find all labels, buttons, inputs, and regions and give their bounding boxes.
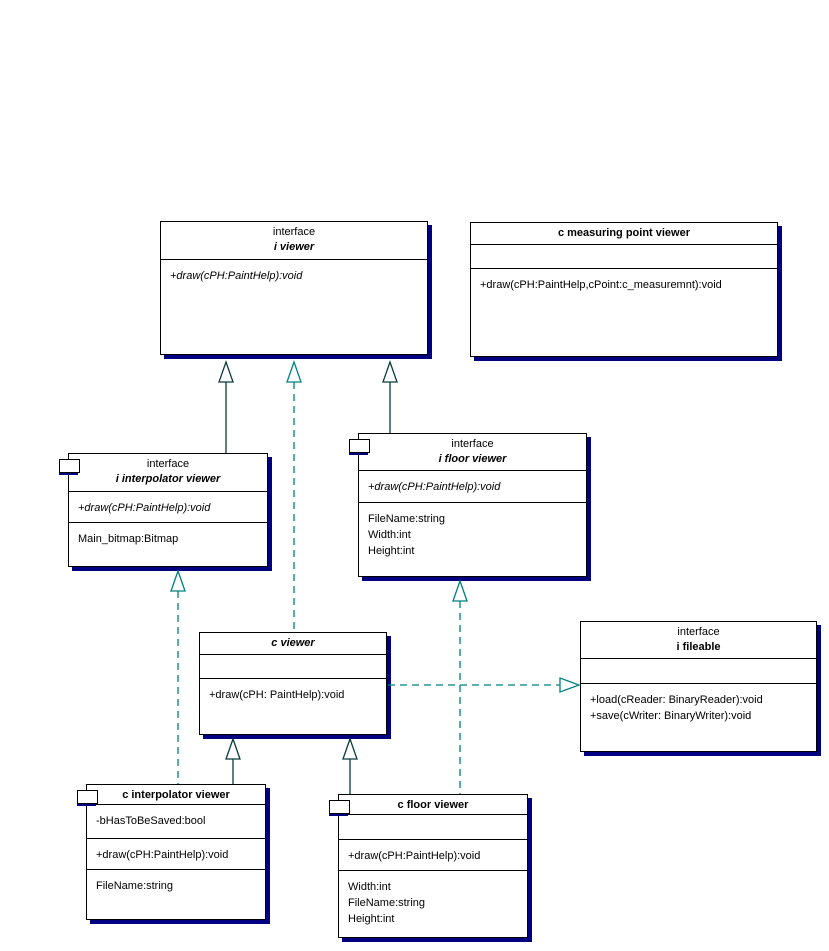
class-header: c measuring point viewer [471,223,777,244]
methods-compartment: +draw(cPH:PaintHelp):void [339,839,527,870]
class-box-i-viewer: interface i viewer +draw(cPH:PaintHelp):… [160,221,428,355]
module-tag-icon [329,800,350,814]
realization-arrowhead [286,360,302,383]
edge-c-viewer-implements-i-fileable [388,677,581,693]
edge-c-floor-viewer-implements-i-floor-viewer [452,579,468,794]
class-header: interface i floor viewer [359,434,586,470]
class-header: interface i viewer [161,222,427,259]
module-tag-icon [59,459,80,473]
stereotype-label: interface [146,458,190,470]
class-name: i floor viewer [438,453,507,465]
class-box-c-measuring-point-viewer: c measuring point viewer +draw(cPH:Paint… [470,222,778,357]
field-label: FileName:string [368,513,446,525]
method-label: +draw(cPH:PaintHelp):void [96,849,229,861]
class-name: c viewer [271,637,315,649]
stereotype-label: interface [272,226,316,238]
field-label: Width:int [348,881,391,893]
edge-i-interpolator-viewer-extends-i-viewer [218,360,234,453]
methods-compartment: +draw(cPH:PaintHelp):void [87,838,265,869]
stereotype-label: interface [451,438,494,450]
methods-compartment: +draw(cPH: PaintHelp):void [200,678,386,734]
edge-c-viewer-implements-i-viewer [286,360,302,632]
realization-arrowhead [170,569,186,592]
edge-c-interpolator-viewer-extends-c-viewer [225,737,241,784]
realization-arrowhead [452,579,468,602]
methods-compartment: +load(cReader: BinaryReader):void +save(… [581,683,816,751]
method-label: +save(cWriter: BinaryWriter):void [590,710,752,722]
class-name: c measuring point viewer [557,227,691,239]
generalization-arrowhead [218,360,234,383]
edge-c-interpolator-viewer-implements-i-interpolator-viewer [170,569,186,784]
stereotype-label: interface [677,626,720,638]
class-box-i-interpolator-viewer: interface i interpolator viewer +draw(cP… [59,453,268,567]
class-name: i fileable [676,641,721,653]
attributes-compartment-empty [581,658,816,683]
field-label: Height:int [348,913,395,925]
class-box-i-fileable: interface i fileable +load(cReader: Bina… [580,621,817,752]
class-header: interface i interpolator viewer [69,454,267,491]
class-name: i viewer [273,241,315,253]
edge-c-floor-viewer-extends-c-viewer [342,737,358,794]
class-name: c floor viewer [397,799,469,811]
generalization-arrowhead [225,737,241,760]
field-label: FileName:string [96,880,174,892]
class-header: c floor viewer [339,795,527,814]
method-label: +draw(cPH:PaintHelp):void [348,850,481,862]
field-label: FileName:string [348,897,426,909]
class-header: interface i fileable [581,622,816,658]
class-box-i-floor-viewer: interface i floor viewer +draw(cPH:Paint… [349,433,587,577]
module-tag-icon [77,790,98,804]
methods-compartment: +draw(cPH:PaintHelp):void [69,491,267,522]
generalization-arrowhead [342,737,358,760]
class-name: i interpolator viewer [115,473,221,485]
attributes-compartment-empty [200,654,386,678]
class-header: c viewer [200,633,386,654]
realization-arrowhead [559,677,581,693]
field-label: Main_bitmap:Bitmap [78,533,179,545]
class-header: c interpolator viewer [87,785,265,804]
method-label: +draw(cPH: PaintHelp):void [209,689,345,701]
method-label: +load(cReader: BinaryReader):void [590,694,763,706]
method-label: +draw(cPH:PaintHelp):void [170,270,303,282]
class-name: c interpolator viewer [122,789,230,801]
edge-i-floor-viewer-extends-i-viewer [382,360,398,433]
attributes-compartment: -bHasToBeSaved:bool [87,804,265,838]
methods-compartment: +draw(cPH:PaintHelp,cPoint:c_measuremnt)… [471,268,777,356]
fields-compartment: FileName:string Width:int Height:int [359,502,586,576]
fields-compartment: FileName:string [87,869,265,919]
attribute-label: -bHasToBeSaved:bool [96,815,206,827]
methods-compartment: +draw(cPH:PaintHelp):void [161,259,427,354]
class-box-c-viewer: c viewer +draw(cPH: PaintHelp):void [199,632,387,735]
methods-compartment: +draw(cPH:PaintHelp):void [359,470,586,502]
module-tag-icon [349,439,370,453]
attributes-compartment-empty [339,814,527,839]
field-label: Width:int [368,529,411,541]
fields-compartment: Width:int FileName:string Height:int [339,870,527,937]
method-label: +draw(cPH:PaintHelp):void [368,481,501,493]
method-label: +draw(cPH:PaintHelp,cPoint:c_measuremnt)… [480,279,722,291]
attributes-compartment-empty [471,244,777,268]
class-box-c-interpolator-viewer: c interpolator viewer -bHasToBeSaved:boo… [77,784,266,920]
method-label: +draw(cPH:PaintHelp):void [78,502,211,514]
fields-compartment: Main_bitmap:Bitmap [69,522,267,566]
field-label: Height:int [368,545,415,557]
generalization-arrowhead [382,360,398,383]
class-box-c-floor-viewer: c floor viewer +draw(cPH:PaintHelp):void… [329,794,528,938]
